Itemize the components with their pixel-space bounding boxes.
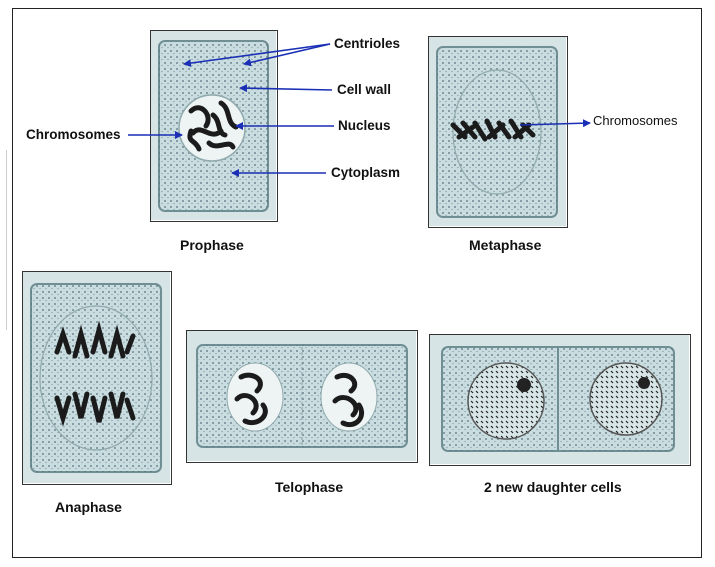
daughter-cells-caption: 2 new daughter cells (484, 479, 622, 495)
side-tab (0, 150, 7, 330)
prophase-caption: Prophase (180, 237, 244, 253)
nucleus-label: Nucleus (338, 118, 391, 133)
metaphase-panel (428, 36, 568, 228)
telophase-panel (186, 330, 418, 463)
telophase-caption: Telophase (275, 479, 344, 495)
cell-wall-label: Cell wall (337, 82, 392, 97)
chromosomes-label-right: Chromosomes (593, 113, 678, 128)
centrioles-label: Centrioles (334, 36, 401, 51)
anaphase-caption: Anaphase (55, 499, 122, 515)
anaphase-panel (22, 271, 172, 485)
cytoplasm-label: Cytoplasm (331, 165, 401, 180)
chromosomes-label-left: Chromosomes (26, 127, 121, 142)
figure-frame (12, 8, 702, 558)
prophase-panel (150, 30, 278, 222)
daughter-cells-panel (429, 334, 691, 466)
metaphase-caption: Metaphase (469, 237, 542, 253)
